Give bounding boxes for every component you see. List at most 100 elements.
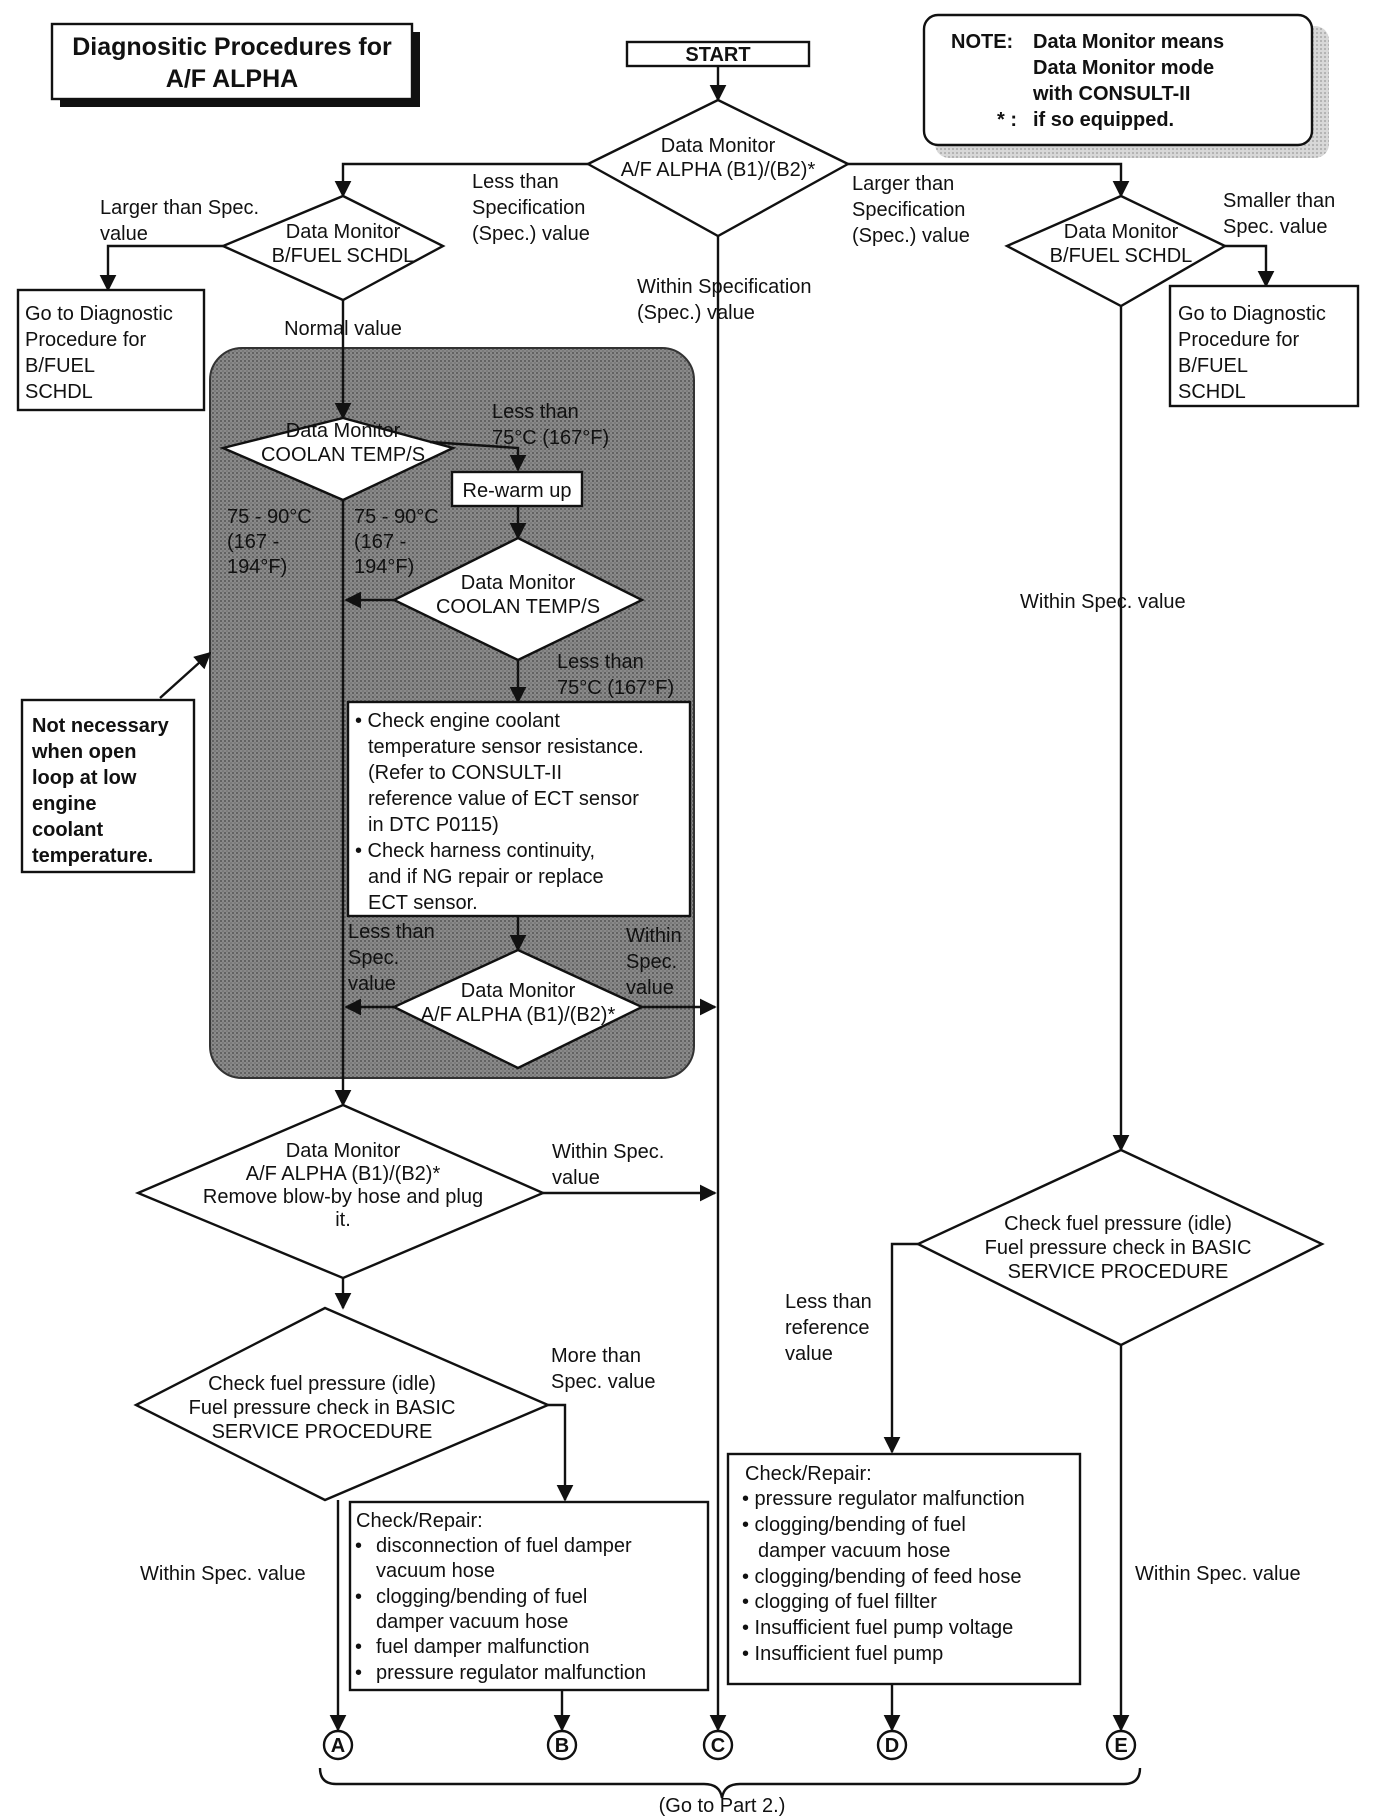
svg-text:E: E	[1114, 1735, 1127, 1757]
svg-text:•: •	[355, 1662, 362, 1684]
svg-text:COOLAN TEMP/S: COOLAN TEMP/S	[261, 444, 425, 466]
svg-text:Less than: Less than	[785, 1291, 872, 1313]
svg-text:Within Specification: Within Specification	[637, 276, 812, 298]
svg-text:Spec. value: Spec. value	[551, 1371, 656, 1393]
svg-text:194°F): 194°F)	[227, 556, 287, 578]
svg-text:B: B	[555, 1735, 569, 1757]
svg-text:75°C (167°F): 75°C (167°F)	[557, 677, 674, 699]
svg-text:•: •	[355, 1535, 362, 1557]
svg-text:in DTC P0115): in DTC P0115)	[368, 814, 499, 836]
title-box: Diagnositic Procedures for A/F ALPHA	[50, 22, 420, 107]
svg-text:Check/Repair:: Check/Repair:	[356, 1510, 483, 1532]
svg-text:Not necessary: Not necessary	[32, 715, 170, 737]
svg-text:Less than: Less than	[492, 401, 579, 423]
svg-text:C: C	[711, 1735, 725, 1757]
svg-text:value: value	[552, 1167, 600, 1189]
svg-text:• clogging of fuel fillter: • clogging of fuel fillter	[742, 1591, 937, 1613]
svg-text:fuel damper malfunction: fuel damper malfunction	[376, 1636, 589, 1658]
brace	[318, 1767, 1142, 1799]
svg-text:COOLAN TEMP/S: COOLAN TEMP/S	[436, 596, 600, 618]
svg-text:loop at low: loop at low	[32, 767, 137, 789]
svg-text:disconnection of fuel damper: disconnection of fuel damper	[376, 1535, 632, 1557]
svg-text:Smaller than: Smaller than	[1223, 190, 1335, 212]
check-repair-b-box	[348, 1500, 710, 1692]
svg-text:damper vacuum hose: damper vacuum hose	[758, 1540, 950, 1562]
rewarm-up-box	[450, 470, 584, 508]
svg-text:Within Spec. value: Within Spec. value	[1020, 591, 1186, 613]
svg-text:Data Monitor: Data Monitor	[461, 980, 576, 1002]
svg-text:temperature sensor resistance.: temperature sensor resistance.	[368, 736, 644, 758]
svg-text:Larger than: Larger than	[852, 173, 954, 195]
svg-text:Go to Diagnostic: Go to Diagnostic	[25, 303, 173, 325]
svg-text:value: value	[348, 973, 396, 995]
svg-text:Larger than Spec.: Larger than Spec.	[100, 197, 259, 219]
svg-text:and if NG repair or replace: and if NG repair or replace	[368, 866, 604, 888]
note-not-necessary-box	[20, 698, 196, 874]
connector-d: D	[876, 1729, 908, 1761]
svg-text:• pressure regulator malfuncti: • pressure regulator malfunction	[742, 1488, 1025, 1510]
svg-text:Within Spec. value: Within Spec. value	[1135, 1563, 1301, 1585]
svg-text:SCHDL: SCHDL	[25, 381, 93, 403]
svg-text:Data Monitor means: Data Monitor means	[1033, 31, 1224, 53]
svg-text:value: value	[626, 977, 674, 999]
goto-fuel-schdl-left	[16, 288, 206, 412]
svg-text:(Spec.) value: (Spec.) value	[637, 302, 755, 324]
svg-text:Procedure for: Procedure for	[1178, 329, 1300, 351]
svg-text:SERVICE PROCEDURE: SERVICE PROCEDURE	[212, 1421, 433, 1443]
svg-text:Data Monitor: Data Monitor	[286, 221, 401, 243]
svg-text:ECT sensor.: ECT sensor.	[368, 892, 478, 914]
svg-text:it.: it.	[335, 1209, 351, 1231]
svg-text:More than: More than	[551, 1345, 641, 1367]
start-box: START	[625, 40, 811, 68]
check-ect-sensor-box	[346, 700, 692, 918]
svg-text:Spec. value: Spec. value	[1223, 216, 1328, 238]
svg-text:Specification: Specification	[852, 199, 965, 221]
svg-text:temperature.: temperature.	[32, 845, 153, 867]
connector-a: A	[322, 1729, 354, 1761]
svg-text:Data Monitor: Data Monitor	[1064, 221, 1179, 243]
svg-text:Less than: Less than	[472, 171, 559, 193]
svg-text:• clogging/bending of feed hos: • clogging/bending of feed hose	[742, 1566, 1021, 1588]
svg-text:SERVICE PROCEDURE: SERVICE PROCEDURE	[1008, 1261, 1229, 1283]
svg-text:(Spec.) value: (Spec.) value	[472, 223, 590, 245]
svg-text:pressure regulator malfunction: pressure regulator malfunction	[376, 1662, 646, 1684]
svg-text:clogging/bending of fuel: clogging/bending of fuel	[376, 1586, 587, 1608]
svg-text:Less than: Less than	[557, 651, 644, 673]
svg-text:Remove blow-by hose and plug: Remove blow-by hose and plug	[203, 1186, 483, 1208]
title-line-1: Diagnositic Procedures for	[72, 33, 392, 61]
footer-goto-part2: (Go to Part 2.)	[659, 1795, 786, 1817]
svg-text:Within Spec. value: Within Spec. value	[140, 1563, 306, 1585]
note-box: NOTE: Data Monitor means Data Monitor mo…	[922, 13, 1329, 158]
svg-text:Data Monitor: Data Monitor	[461, 572, 576, 594]
svg-text:Fuel pressure check in BASIC: Fuel pressure check in BASIC	[189, 1397, 456, 1419]
svg-text:START: START	[685, 44, 750, 66]
connector-e: E	[1105, 1729, 1137, 1761]
note-label: NOTE:	[951, 31, 1013, 53]
svg-text:Within Spec.: Within Spec.	[552, 1141, 664, 1163]
svg-text:coolant: coolant	[32, 819, 103, 841]
svg-text:• Insufficient fuel pump: • Insufficient fuel pump	[742, 1643, 943, 1665]
svg-text:SCHDL: SCHDL	[1178, 381, 1246, 403]
svg-text:• Check engine coolant: • Check engine coolant	[355, 710, 560, 732]
connector-c: C	[702, 1729, 734, 1761]
svg-text:* :: * :	[997, 109, 1017, 131]
svg-text:75°C (167°F): 75°C (167°F)	[492, 427, 609, 449]
svg-text:Within: Within	[626, 925, 682, 947]
svg-text:damper vacuum hose: damper vacuum hose	[376, 1611, 568, 1633]
svg-text:Data Monitor: Data Monitor	[286, 420, 401, 442]
svg-text:Procedure for: Procedure for	[25, 329, 147, 351]
svg-text:reference value of ECT sensor: reference value of ECT sensor	[368, 788, 639, 810]
svg-text:194°F): 194°F)	[354, 556, 414, 578]
svg-text:75 - 90°C: 75 - 90°C	[227, 506, 312, 528]
svg-text:75 - 90°C: 75 - 90°C	[354, 506, 439, 528]
svg-text:Fuel pressure check in BASIC: Fuel pressure check in BASIC	[985, 1237, 1252, 1259]
svg-text:D: D	[885, 1735, 899, 1757]
svg-text:value: value	[100, 223, 148, 245]
svg-text:A/F ALPHA (B1)/(B2)*: A/F ALPHA (B1)/(B2)*	[246, 1163, 441, 1185]
svg-text:• Check harness continuity,: • Check harness continuity,	[355, 840, 595, 862]
svg-text:B/FUEL SCHDL: B/FUEL SCHDL	[1050, 245, 1193, 267]
svg-text:engine: engine	[32, 793, 96, 815]
svg-text:Spec.: Spec.	[626, 951, 677, 973]
decision-af-alpha-2	[391, 948, 645, 1070]
